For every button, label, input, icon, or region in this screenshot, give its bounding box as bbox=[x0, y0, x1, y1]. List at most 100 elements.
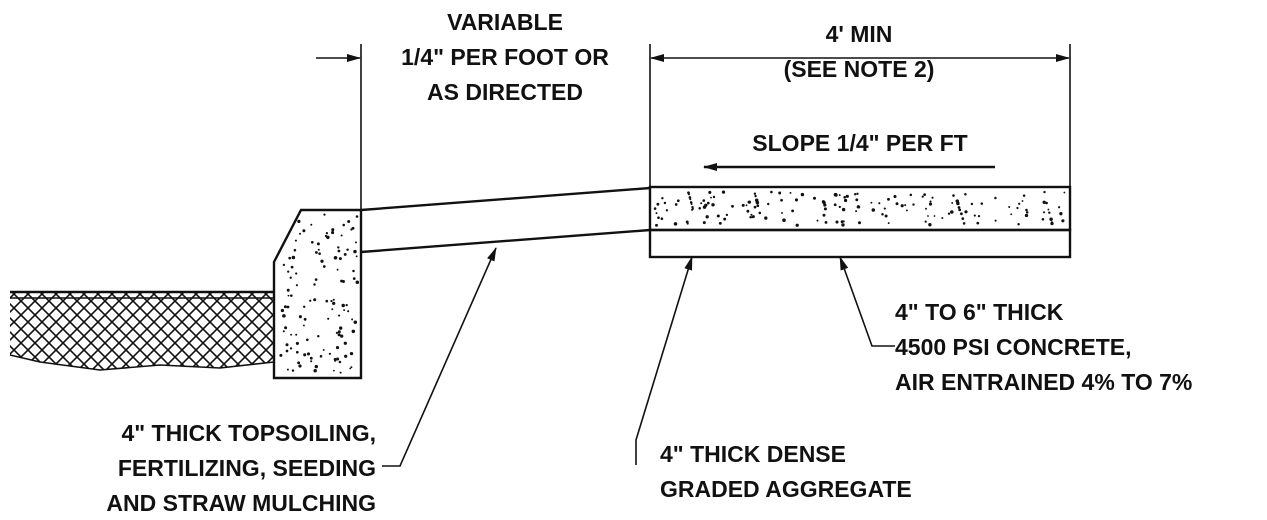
speckle bbox=[318, 252, 321, 256]
speckle bbox=[887, 222, 890, 225]
speckle bbox=[950, 210, 954, 214]
speckle bbox=[335, 331, 338, 334]
speckle bbox=[352, 269, 355, 273]
speckle bbox=[745, 204, 748, 207]
speckle bbox=[980, 202, 984, 205]
speckle bbox=[339, 371, 342, 374]
speckle bbox=[833, 192, 838, 197]
speckle bbox=[705, 215, 709, 219]
speckle bbox=[653, 207, 657, 210]
speckle bbox=[355, 215, 359, 218]
speckle bbox=[1016, 206, 1019, 210]
speckle bbox=[291, 255, 296, 260]
label-variable-2: 1/4" PER FOOT OR bbox=[401, 44, 609, 70]
speckle bbox=[746, 209, 750, 213]
speckle bbox=[718, 221, 722, 225]
speckle bbox=[947, 212, 951, 215]
speckle bbox=[977, 214, 981, 218]
speckle bbox=[344, 354, 348, 358]
speckle bbox=[725, 213, 729, 217]
label-concrete-2: 4500 PSI CONCRETE, bbox=[895, 334, 1131, 360]
existing-ground bbox=[9, 290, 275, 371]
speckle bbox=[295, 350, 299, 354]
speckle bbox=[294, 239, 297, 242]
label-aggregate-2: GRADED AGGREGATE bbox=[660, 476, 912, 502]
speckle bbox=[279, 353, 283, 357]
speckle bbox=[342, 223, 345, 227]
label-min-2: (SEE NOTE 2) bbox=[784, 56, 935, 82]
speckle bbox=[322, 348, 325, 351]
speckle bbox=[343, 252, 347, 256]
speckle bbox=[282, 330, 285, 333]
speckle bbox=[794, 198, 799, 202]
speckle bbox=[352, 277, 356, 280]
speckle bbox=[354, 241, 357, 244]
speckle bbox=[973, 214, 976, 217]
speckle bbox=[905, 209, 908, 212]
speckle bbox=[674, 203, 678, 206]
speckle bbox=[835, 220, 839, 224]
speckle bbox=[342, 280, 345, 283]
speckle bbox=[351, 318, 354, 321]
speckle bbox=[353, 249, 357, 254]
speckle bbox=[789, 191, 792, 194]
speckle bbox=[856, 192, 859, 195]
speckle bbox=[964, 193, 967, 196]
speckle bbox=[337, 330, 341, 334]
label-aggregate-1: 4" THICK DENSE bbox=[660, 441, 846, 467]
speckle bbox=[881, 212, 884, 216]
label-topsoil-1: 4" THICK TOPSOILING, bbox=[121, 420, 376, 446]
speckle bbox=[351, 329, 356, 334]
speckle bbox=[309, 299, 312, 302]
speckle bbox=[749, 216, 752, 219]
speckle bbox=[309, 356, 313, 360]
speckle bbox=[976, 221, 980, 225]
speckle bbox=[711, 203, 715, 207]
speckle bbox=[700, 202, 703, 205]
speckle bbox=[813, 196, 816, 200]
speckle bbox=[340, 234, 343, 237]
speckle bbox=[800, 192, 805, 197]
speckle bbox=[843, 195, 847, 199]
speckle bbox=[347, 310, 350, 313]
label-concrete-1: 4" TO 6" THICK bbox=[895, 299, 1064, 325]
speckle bbox=[871, 208, 876, 212]
speckle bbox=[297, 361, 301, 365]
speckle bbox=[313, 283, 316, 286]
speckle bbox=[844, 198, 848, 203]
speckle bbox=[661, 197, 664, 200]
speckle bbox=[285, 343, 289, 347]
speckle bbox=[909, 193, 913, 197]
speckle bbox=[302, 324, 305, 327]
speckle bbox=[941, 217, 944, 219]
speckle bbox=[692, 207, 694, 210]
speckle bbox=[302, 305, 306, 309]
speckle bbox=[673, 222, 678, 226]
speckle bbox=[731, 204, 734, 208]
speckle bbox=[313, 368, 317, 373]
speckle bbox=[1041, 218, 1045, 221]
speckle bbox=[770, 190, 773, 194]
speckle bbox=[317, 334, 320, 338]
speckle bbox=[347, 220, 351, 223]
speckle bbox=[303, 353, 307, 357]
speckle bbox=[822, 213, 826, 217]
label-slope: SLOPE 1/4" PER FT bbox=[752, 130, 967, 156]
speckle bbox=[351, 226, 355, 230]
speckle bbox=[336, 268, 339, 271]
label-min-1: 4' MIN bbox=[826, 21, 893, 47]
label-topsoil-2: FERTILIZING, SEEDING bbox=[118, 455, 376, 481]
speckle bbox=[741, 203, 745, 207]
speckle bbox=[823, 207, 827, 211]
speckle bbox=[958, 208, 962, 212]
speckle bbox=[723, 217, 727, 221]
speckle bbox=[305, 338, 309, 342]
speckle bbox=[857, 205, 861, 209]
speckle bbox=[927, 215, 929, 217]
speckle bbox=[929, 200, 932, 203]
speckle bbox=[1017, 222, 1020, 226]
speckle bbox=[1063, 191, 1066, 194]
speckle bbox=[921, 195, 924, 198]
speckle bbox=[320, 259, 324, 263]
